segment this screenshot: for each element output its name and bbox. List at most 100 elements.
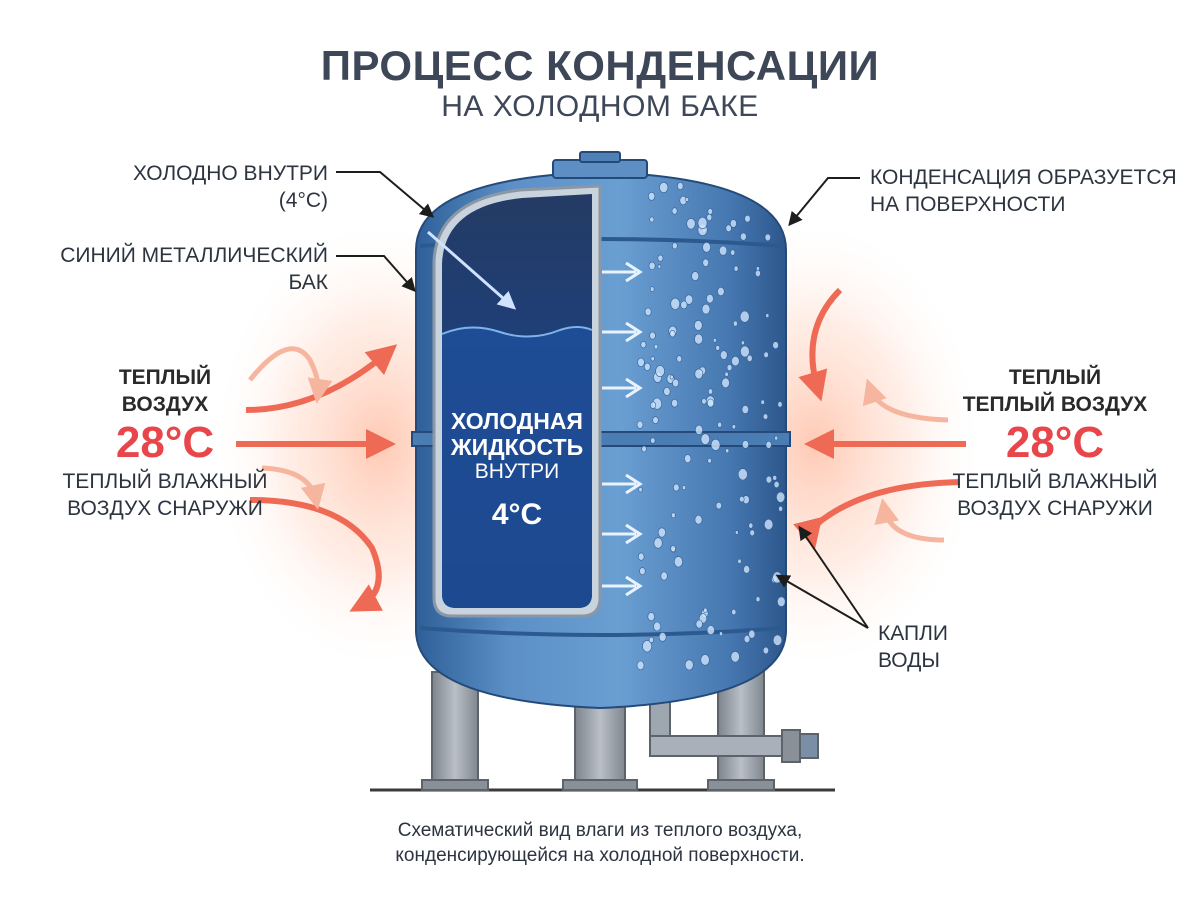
- water-droplet: [707, 208, 713, 215]
- label-drops-line2: ВОДЫ: [878, 649, 940, 672]
- label-condensation-line2: НА ПОВЕРХНОСТИ: [870, 193, 1066, 216]
- water-droplet: [760, 399, 765, 405]
- cutaway-window: [432, 184, 602, 618]
- water-droplet: [671, 512, 676, 519]
- water-droplet: [765, 440, 772, 449]
- water-droplet: [701, 303, 711, 315]
- water-droplet: [707, 388, 713, 395]
- water-droplet: [670, 545, 676, 552]
- water-droplet: [669, 330, 676, 338]
- water-droplet: [649, 216, 655, 223]
- water-droplet: [657, 527, 666, 538]
- water-droplet: [710, 438, 721, 451]
- water-droplet: [715, 345, 721, 351]
- water-droplet: [648, 261, 656, 271]
- left-warm-air: ТЕПЛЫЙ ВОЗДУХ 28°C ТЕПЛЫЙ ВЛАЖНЫЙ ВОЗДУХ…: [50, 364, 280, 522]
- water-droplet: [652, 416, 659, 425]
- water-droplet: [743, 565, 750, 574]
- water-droplet: [647, 612, 655, 622]
- water-droplet: [776, 491, 786, 503]
- water-droplet: [673, 556, 683, 568]
- label-tank-line2: БАК: [288, 271, 328, 294]
- water-droplet: [717, 286, 725, 296]
- water-droplet: [755, 596, 761, 603]
- water-droplet: [700, 433, 710, 445]
- water-droplet: [718, 245, 728, 256]
- water-droplet: [650, 437, 656, 444]
- left-air-temp: 28°C: [115, 418, 215, 467]
- water-droplet: [694, 424, 703, 435]
- water-droplet: [644, 307, 652, 316]
- water-droplet: [772, 634, 783, 646]
- water-droplet: [637, 552, 645, 561]
- water-droplet: [706, 294, 714, 304]
- water-droplet: [741, 340, 745, 346]
- water-droplet: [762, 413, 769, 420]
- water-droplet: [639, 567, 646, 576]
- water-droplet: [702, 258, 710, 267]
- water-droplet: [648, 636, 654, 644]
- left-air-head-line2: ВОЗДУХ: [121, 393, 209, 416]
- inside-liquid-label: ХОЛОДНАЯ ЖИДКОСТЬ ВНУТРИ 4°C: [442, 408, 592, 532]
- water-droplet: [777, 596, 786, 607]
- water-droplet: [694, 368, 704, 380]
- water-droplet: [694, 514, 703, 525]
- water-droplet: [649, 286, 655, 292]
- right-warm-air: ТЕПЛЫЙ ТЕПЛЫЙ ВОЗДУХ 28°C ТЕПЛЫЙ ВЛАЖНЫЙ…: [940, 364, 1170, 522]
- water-droplet: [653, 621, 661, 632]
- water-droplet: [706, 625, 715, 635]
- right-air-desc-line1: ТЕПЛЫЙ ВЛАЖНЫЙ: [952, 470, 1158, 493]
- water-droplet: [726, 364, 733, 371]
- water-droplet: [691, 271, 700, 281]
- water-droplet: [671, 399, 678, 408]
- left-air-desc-line2: ВОЗДУХ СНАРУЖИ: [67, 497, 263, 520]
- water-droplet: [657, 264, 662, 269]
- water-droplet: [730, 219, 737, 228]
- water-droplet: [703, 607, 708, 613]
- water-droplet: [730, 249, 736, 256]
- water-droplet: [694, 333, 703, 345]
- water-droplet: [741, 440, 749, 449]
- water-droplet: [731, 356, 740, 367]
- water-droplet: [700, 654, 710, 666]
- label-tank-line1: СИНИЙ МЕТАЛЛИЧЕСКИЙ: [60, 244, 328, 267]
- water-droplet: [737, 558, 742, 564]
- label-drops: КАПЛИ ВОДЫ: [878, 620, 948, 674]
- caption-line1: Схематический вид влаги из теплого возду…: [397, 820, 803, 841]
- water-droplet: [772, 341, 779, 350]
- water-droplet: [743, 634, 751, 643]
- water-droplet: [695, 619, 703, 629]
- water-droplet: [739, 496, 745, 503]
- water-droplet: [706, 213, 713, 221]
- water-droplet: [702, 242, 711, 253]
- water-droplet: [740, 345, 750, 358]
- water-droplet: [640, 341, 647, 349]
- water-droplet: [670, 297, 681, 310]
- water-droplet: [669, 374, 674, 380]
- water-droplet: [693, 320, 703, 331]
- water-droplet: [663, 386, 671, 396]
- water-droplet: [706, 398, 715, 408]
- water-droplet: [658, 632, 667, 642]
- water-droplet: [637, 357, 645, 367]
- water-droplet: [749, 529, 755, 537]
- water-droplet: [713, 337, 717, 343]
- water-droplet: [748, 522, 754, 529]
- water-droplet: [739, 310, 750, 323]
- water-droplet: [740, 232, 747, 241]
- water-droplet: [762, 646, 769, 655]
- water-droplet: [721, 377, 730, 389]
- right-air-head-line1: ТЕПЛЫЙ: [1008, 366, 1102, 389]
- water-droplet: [755, 269, 761, 278]
- label-tank: СИНИЙ МЕТАЛЛИЧЕСКИЙ БАК: [46, 242, 328, 296]
- cold-transfer-arrow: [602, 523, 643, 545]
- water-droplet: [746, 354, 753, 362]
- water-droplet: [719, 631, 723, 637]
- label-cold-inside-line2: (4°C): [278, 189, 328, 212]
- water-droplet: [719, 350, 728, 360]
- left-air-head-line1: ТЕПЛЫЙ: [118, 366, 212, 389]
- water-droplet: [717, 421, 722, 428]
- water-droplet: [680, 300, 688, 310]
- cold-transfer-arrow: [602, 377, 643, 399]
- water-droplet: [676, 355, 683, 363]
